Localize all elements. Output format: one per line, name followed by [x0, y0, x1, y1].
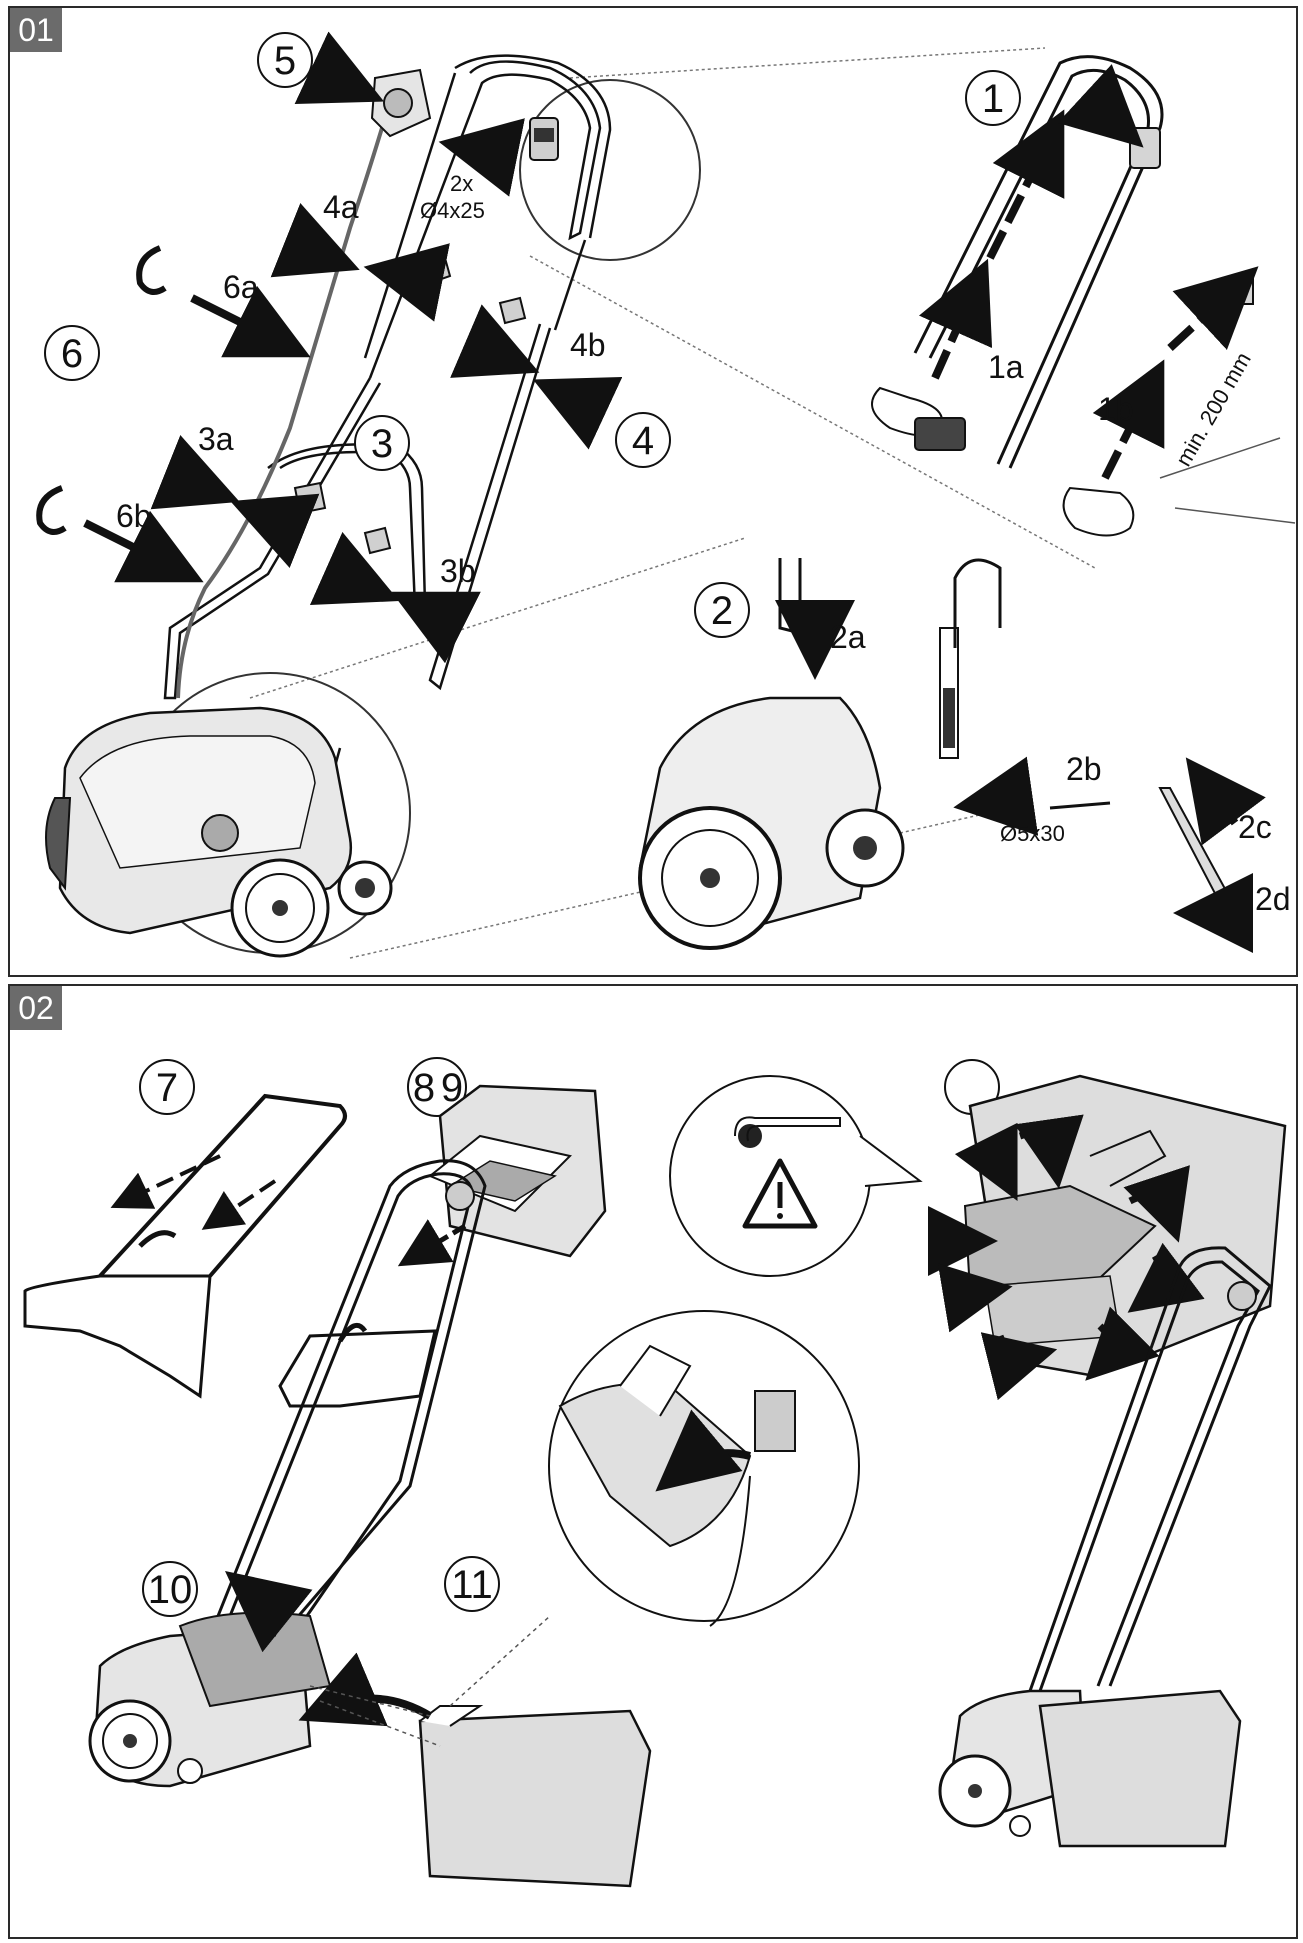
zoom-hook-arrow [655, 1409, 751, 1492]
step-3a-label: 3a [198, 421, 234, 457]
step-7-label: 7 [156, 1066, 178, 1110]
finished-mower [938, 1246, 1272, 1848]
screw-size-label-5: Ø4x25 [420, 198, 485, 223]
detail-2-handle-mount [638, 558, 1232, 950]
step-4b-label: 4b [570, 327, 606, 363]
assembly-diagram-02: 7 8 9 10 11 [23, 1057, 1287, 1888]
step-10-label: 10 [148, 1568, 193, 1612]
step-2-label: 2 [711, 589, 733, 633]
step-8-arrow [397, 1219, 467, 1267]
step-3b-label: 3b [440, 553, 476, 589]
step-11-guides [309, 1615, 551, 1747]
step-6a-label: 6a [223, 269, 259, 305]
cable-hooks [36, 245, 167, 535]
zoom-circle-handle [519, 79, 701, 261]
screw-size-label-2: Ø5x30 [1000, 821, 1065, 846]
step-1-label: 1 [982, 77, 1004, 121]
step-9-label: 9 [441, 1066, 463, 1110]
step-1b-label: 1b [1098, 391, 1134, 427]
step-3-label: 3 [371, 422, 393, 466]
step-4a-label: 4a [323, 189, 359, 225]
min-distance-label: min. 200 mm [1171, 348, 1256, 471]
step-6-label: 6 [61, 332, 83, 376]
step-1a-label: 1a [988, 349, 1024, 385]
step-7-arrows [110, 1154, 277, 1230]
step-2d-label: 2d [1255, 881, 1291, 917]
switch-box [370, 68, 432, 138]
assembly-arrows-01 [83, 31, 623, 664]
panel-tag-02: 02 [10, 986, 62, 1030]
detail-1-handle-clip [871, 55, 1296, 537]
step-2a-label: 2a [830, 619, 866, 655]
assembly-step-panel-01: 01 [8, 6, 1298, 977]
warning-callout [669, 1075, 923, 1277]
grass-bag [278, 1084, 607, 1408]
step-4-label: 4 [632, 419, 654, 463]
step-2b-label: 2b [1066, 751, 1102, 787]
clip-arrows [927, 1114, 1205, 1401]
detail-1-arrows [918, 64, 1259, 480]
qty-label-5: 2x [450, 171, 473, 196]
mower-body [45, 706, 393, 958]
grass-bag-frame [23, 1093, 347, 1399]
step-11-label: 11 [451, 1563, 493, 1607]
cord-hook-icon [734, 1116, 841, 1148]
step-2c-label: 2c [1238, 809, 1272, 845]
mower-with-bag [88, 1159, 652, 1888]
warning-triangle-icon [742, 1158, 818, 1229]
step-circles-01 [44, 32, 1021, 638]
assembly-diagram-01: 5 1 6 3 4 2 4a 4b 6a 6b 3a 3b 2x Ø4x25 1… [36, 31, 1296, 959]
cable-clip [529, 117, 559, 161]
detail-2-arrows [775, 600, 1266, 953]
zoom-circle-bag-hook [548, 1310, 860, 1627]
step-6b-label: 6b [116, 498, 152, 534]
step-8-label: 8 [413, 1066, 435, 1110]
step-5-label: 5 [274, 39, 296, 83]
panel-tag-01: 01 [10, 8, 62, 52]
assembly-step-panel-02: 02 7 8 9 10 11 [8, 984, 1298, 1939]
step-10-11-arrows [225, 1571, 433, 1727]
